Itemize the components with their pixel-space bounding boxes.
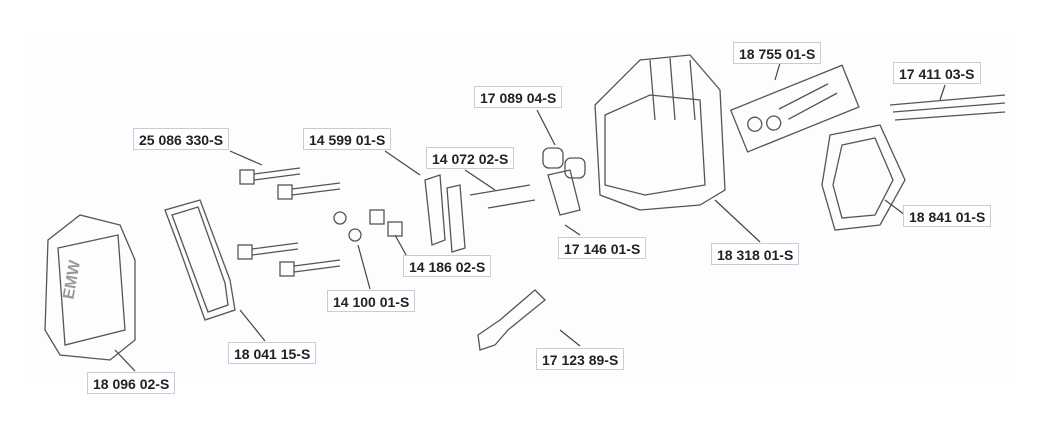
part-label-14072[interactable]: 14 072 02-S [426, 147, 515, 169]
svg-text:EMW: EMW [60, 258, 84, 300]
part-label-25086[interactable]: 25 086 330-S [133, 128, 230, 150]
pushrods-part [889, 94, 1006, 121]
cover-gasket-part [164, 199, 236, 321]
valve-cover-part: EMW [44, 214, 136, 361]
part-label-17123[interactable]: 17 123 89-S [536, 348, 625, 370]
leader-lines [114, 62, 946, 372]
rocker-studs-part [469, 184, 536, 209]
part-label-18841[interactable]: 18 841 01-S [903, 205, 992, 227]
part-label-17089[interactable]: 17 089 04-S [474, 86, 563, 108]
part-label-14599[interactable]: 14 599 01-S [303, 128, 392, 150]
nuts-pivots-part [333, 209, 403, 242]
breather-tube-part [477, 289, 546, 351]
head-gasket-part [821, 124, 906, 231]
part-label-14186[interactable]: 14 186 02-S [403, 255, 492, 277]
part-label-18755[interactable]: 18 755 01-S [733, 42, 822, 64]
valve-set-part [729, 64, 860, 153]
part-label-14100[interactable]: 14 100 01-S [327, 290, 416, 312]
part-label-18041[interactable]: 18 041 15-S [228, 342, 317, 364]
part-label-18318[interactable]: 18 318 01-S [711, 243, 800, 265]
part-label-17411[interactable]: 17 411 03-S [893, 62, 981, 84]
part-label-18096[interactable]: 18 096 02-S [87, 372, 176, 394]
part-label-17146[interactable]: 17 146 01-S [558, 237, 647, 259]
valve-springs-part [542, 147, 586, 216]
cylinder-head-part [594, 54, 726, 211]
rocker-arms-part [424, 174, 466, 253]
bolts-part [237, 167, 341, 277]
